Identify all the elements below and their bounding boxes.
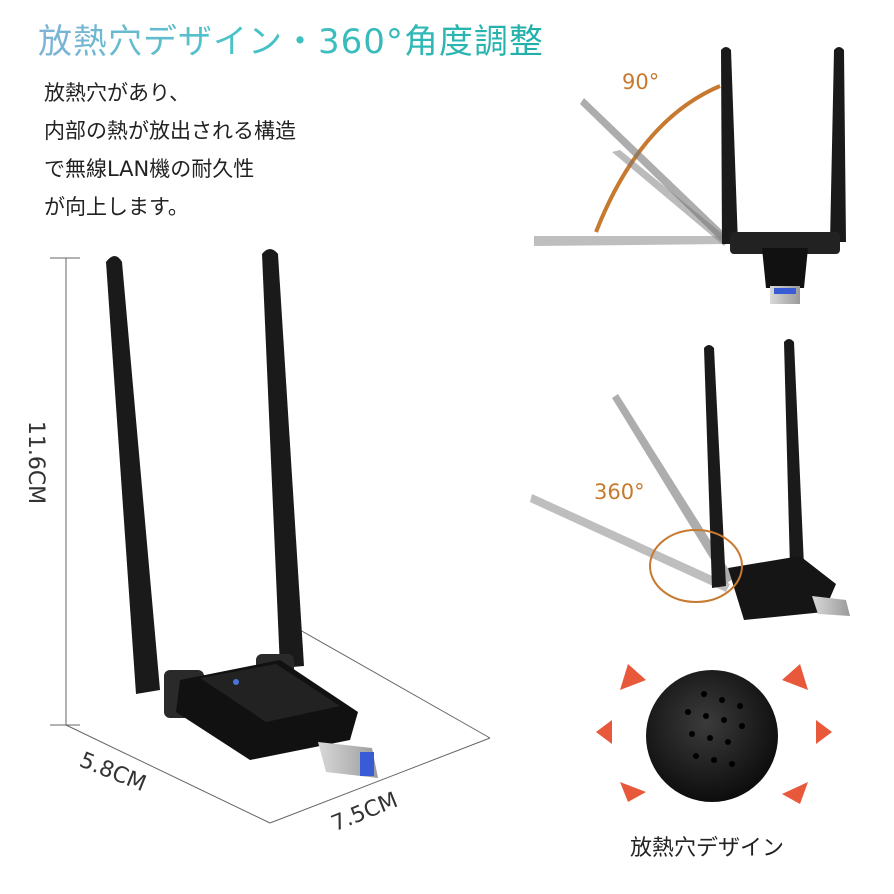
heat-vent-illustration bbox=[596, 664, 832, 804]
main-adapter-image bbox=[106, 249, 378, 778]
dimension-lines bbox=[50, 257, 491, 824]
tilt-illustration bbox=[534, 47, 846, 304]
description-line: が向上します。 bbox=[44, 195, 189, 219]
heat-vent-caption: 放熱穴デザイン bbox=[630, 836, 785, 861]
page-title: 放熱穴デザイン・360°角度調整 bbox=[38, 14, 544, 63]
rotate-angle-label: 360° bbox=[594, 480, 645, 504]
description-line: で無線LAN機の耐久性 bbox=[44, 157, 255, 181]
description-line: 放熱穴があり、 bbox=[44, 81, 191, 105]
description: 放熱穴があり、 内部の熱が放出される構造 で無線LAN機の耐久性 が向上します。 bbox=[44, 74, 296, 226]
rotate-illustration bbox=[530, 339, 850, 620]
description-line: 内部の熱が放出される構造 bbox=[44, 119, 296, 143]
tilt-angle-label: 90° bbox=[622, 70, 660, 94]
